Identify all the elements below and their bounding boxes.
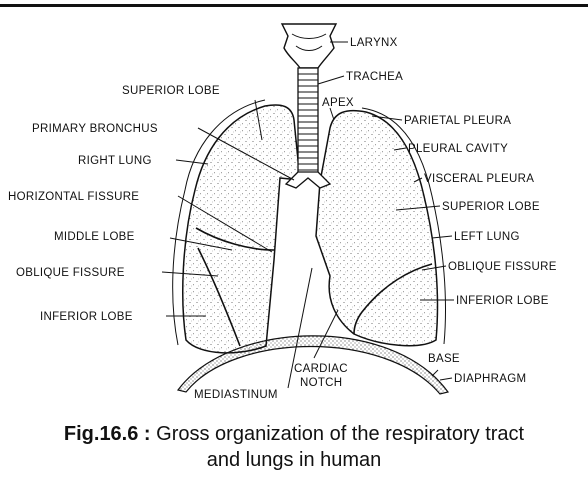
trachea-shape	[298, 68, 318, 174]
label-mediastinum: MEDIASTINUM	[194, 389, 278, 401]
label-superior-lobe-left: SUPERIOR LOBE	[442, 201, 540, 213]
caption-text-line2: and lungs in human	[207, 449, 382, 471]
figure-number: Fig.16.6 :	[64, 423, 151, 445]
label-right-lung: RIGHT LUNG	[78, 155, 152, 167]
label-larynx: LARYNX	[350, 37, 398, 49]
label-primary-bronchus: PRIMARY BRONCHUS	[32, 123, 158, 135]
label-oblique-fissure-right: OBLIQUE FISSURE	[16, 267, 125, 279]
label-middle-lobe: MIDDLE LOBE	[54, 231, 135, 243]
label-cardiac: CARDIAC	[294, 363, 348, 375]
top-border	[0, 4, 588, 7]
label-inferior-lobe-right: INFERIOR LOBE	[40, 311, 133, 323]
label-base: BASE	[428, 353, 460, 365]
larynx-shape	[282, 24, 336, 68]
label-horizontal-fissure: HORIZONTAL FISSURE	[8, 191, 139, 203]
label-notch: NOTCH	[300, 377, 342, 389]
label-visceral-pleura: VISCERAL PLEURA	[424, 173, 534, 185]
label-superior-lobe-right: SUPERIOR LOBE	[122, 85, 220, 97]
label-trachea: TRACHEA	[346, 71, 403, 83]
label-oblique-fissure-left: OBLIQUE FISSURE	[448, 261, 557, 273]
right-lung	[173, 100, 300, 353]
label-diaphragm: DIAPHRAGM	[454, 373, 526, 385]
label-left-lung: LEFT LUNG	[454, 231, 520, 243]
caption-text-line1: Gross organization of the respiratory tr…	[156, 423, 524, 445]
figure-caption-line2: and lungs in human	[0, 448, 588, 472]
figure-caption-line1: Fig.16.6 : Gross organization of the res…	[0, 422, 588, 446]
label-parietal-pleura: PARIETAL PLEURA	[404, 115, 511, 127]
label-inferior-lobe-left: INFERIOR LOBE	[456, 295, 549, 307]
label-pleural-cavity: PLEURAL CAVITY	[408, 143, 508, 155]
label-apex: APEX	[322, 97, 354, 109]
